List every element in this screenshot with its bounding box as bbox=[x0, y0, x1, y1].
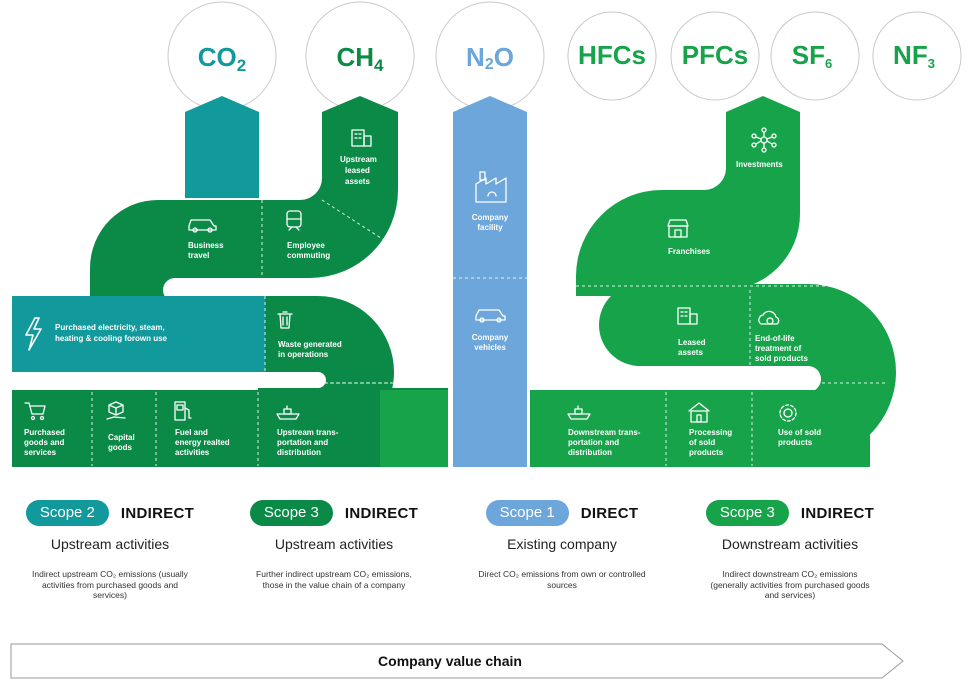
scope-block-direct-scope1: Scope 1 DIRECT Existing company Direct C… bbox=[452, 500, 672, 590]
network-icon bbox=[751, 127, 777, 153]
company-car-icon bbox=[475, 309, 506, 323]
value-chain-arrow bbox=[10, 643, 904, 679]
value-chain-label: Company value chain bbox=[378, 653, 522, 669]
factory-icon bbox=[475, 171, 507, 203]
gas-ch4-label: CH4 bbox=[336, 42, 384, 75]
gear-icon bbox=[779, 404, 797, 422]
scope1-arrow bbox=[453, 96, 527, 467]
gas-sf6: SF6 bbox=[770, 11, 860, 101]
scope-block-upstream-scope2: Scope 2 INDIRECT Upstream activities Ind… bbox=[0, 500, 220, 601]
gas-pfcs-label: PFCs bbox=[682, 40, 748, 70]
scope-title: Upstream activities bbox=[50, 536, 170, 552]
shop-icon bbox=[667, 219, 689, 238]
leased-building-icon bbox=[677, 307, 698, 325]
capital-goods-block bbox=[92, 390, 156, 467]
gas-n2o-label: N2O bbox=[466, 42, 514, 73]
scope2-arrow bbox=[185, 96, 259, 198]
emissions-diagram: CO2 CH4 N2O HFCs PFCs SF6 NF3 bbox=[12, 1, 962, 467]
scope-title: Downstream activities bbox=[721, 536, 859, 552]
scope-kind: INDIRECT bbox=[800, 504, 875, 522]
scope-kind: INDIRECT bbox=[344, 504, 419, 522]
scope-title: Existing company bbox=[507, 536, 617, 552]
gas-nf3-label: NF3 bbox=[893, 40, 935, 71]
train-icon bbox=[286, 210, 302, 231]
ship-icon bbox=[276, 405, 300, 420]
downstream-path bbox=[530, 96, 896, 467]
gas-n2o: N2O bbox=[435, 1, 545, 111]
gas-hfcs: HFCs bbox=[567, 11, 657, 101]
scope-title: Upstream activities bbox=[274, 536, 394, 552]
house-icon bbox=[688, 402, 710, 423]
gas-hfcs-label: HFCs bbox=[578, 40, 646, 70]
scope-description: Direct CO₂ emissions from own or control… bbox=[478, 569, 646, 590]
gas-co2-label: CO2 bbox=[198, 42, 246, 75]
fuel-pump-icon bbox=[174, 401, 192, 421]
scope-kind: INDIRECT bbox=[120, 504, 195, 522]
scope-block-upstream-scope3: Scope 3 INDIRECT Upstream activities Fur… bbox=[224, 500, 444, 590]
building-icon bbox=[351, 129, 372, 147]
downstream-upper-band bbox=[576, 96, 800, 302]
gas-pfcs: PFCs bbox=[670, 11, 760, 101]
direct-path bbox=[453, 96, 527, 467]
recycle-cloud-icon bbox=[758, 310, 780, 325]
scope-badge: Scope 3 bbox=[705, 500, 789, 526]
label-investments: Investments bbox=[736, 160, 783, 169]
fuel-energy-block bbox=[156, 390, 258, 467]
gas-sf6-label: SF6 bbox=[792, 40, 832, 71]
upstream-connector bbox=[380, 390, 448, 467]
scope2-electricity-band bbox=[12, 296, 265, 372]
cart-icon bbox=[24, 402, 46, 421]
scope-description: Indirect downstream CO₂ emissions (gener… bbox=[710, 569, 870, 600]
scope-badge: Scope 1 bbox=[485, 500, 569, 526]
gas-ch4: CH4 bbox=[305, 1, 415, 111]
box-hand-icon bbox=[106, 401, 126, 420]
gas-co2: CO2 bbox=[167, 1, 277, 111]
scope-description: Indirect upstream CO₂ emissions (usually… bbox=[32, 569, 188, 600]
cargo-ship-icon bbox=[567, 405, 591, 420]
label-purchased-electricity: Purchased electricity, steam,heating & c… bbox=[55, 323, 168, 343]
trash-icon bbox=[277, 311, 293, 329]
scope-kind: DIRECT bbox=[580, 504, 639, 522]
lightning-icon bbox=[25, 317, 42, 351]
scope-block-downstream-scope3: Scope 3 INDIRECT Downstream activities I… bbox=[680, 500, 900, 601]
downstream-bottom-row bbox=[530, 390, 870, 467]
upstream-upper-band bbox=[90, 96, 398, 302]
scope-badge: Scope 3 bbox=[249, 500, 333, 526]
label-franchises: Franchises bbox=[668, 247, 711, 256]
car-icon bbox=[188, 219, 217, 233]
upstream-path bbox=[12, 96, 448, 467]
scope-badge: Scope 2 bbox=[25, 500, 109, 526]
gas-nf3: NF3 bbox=[872, 11, 962, 101]
scope-description: Further indirect upstream CO₂ emissions,… bbox=[256, 569, 412, 590]
